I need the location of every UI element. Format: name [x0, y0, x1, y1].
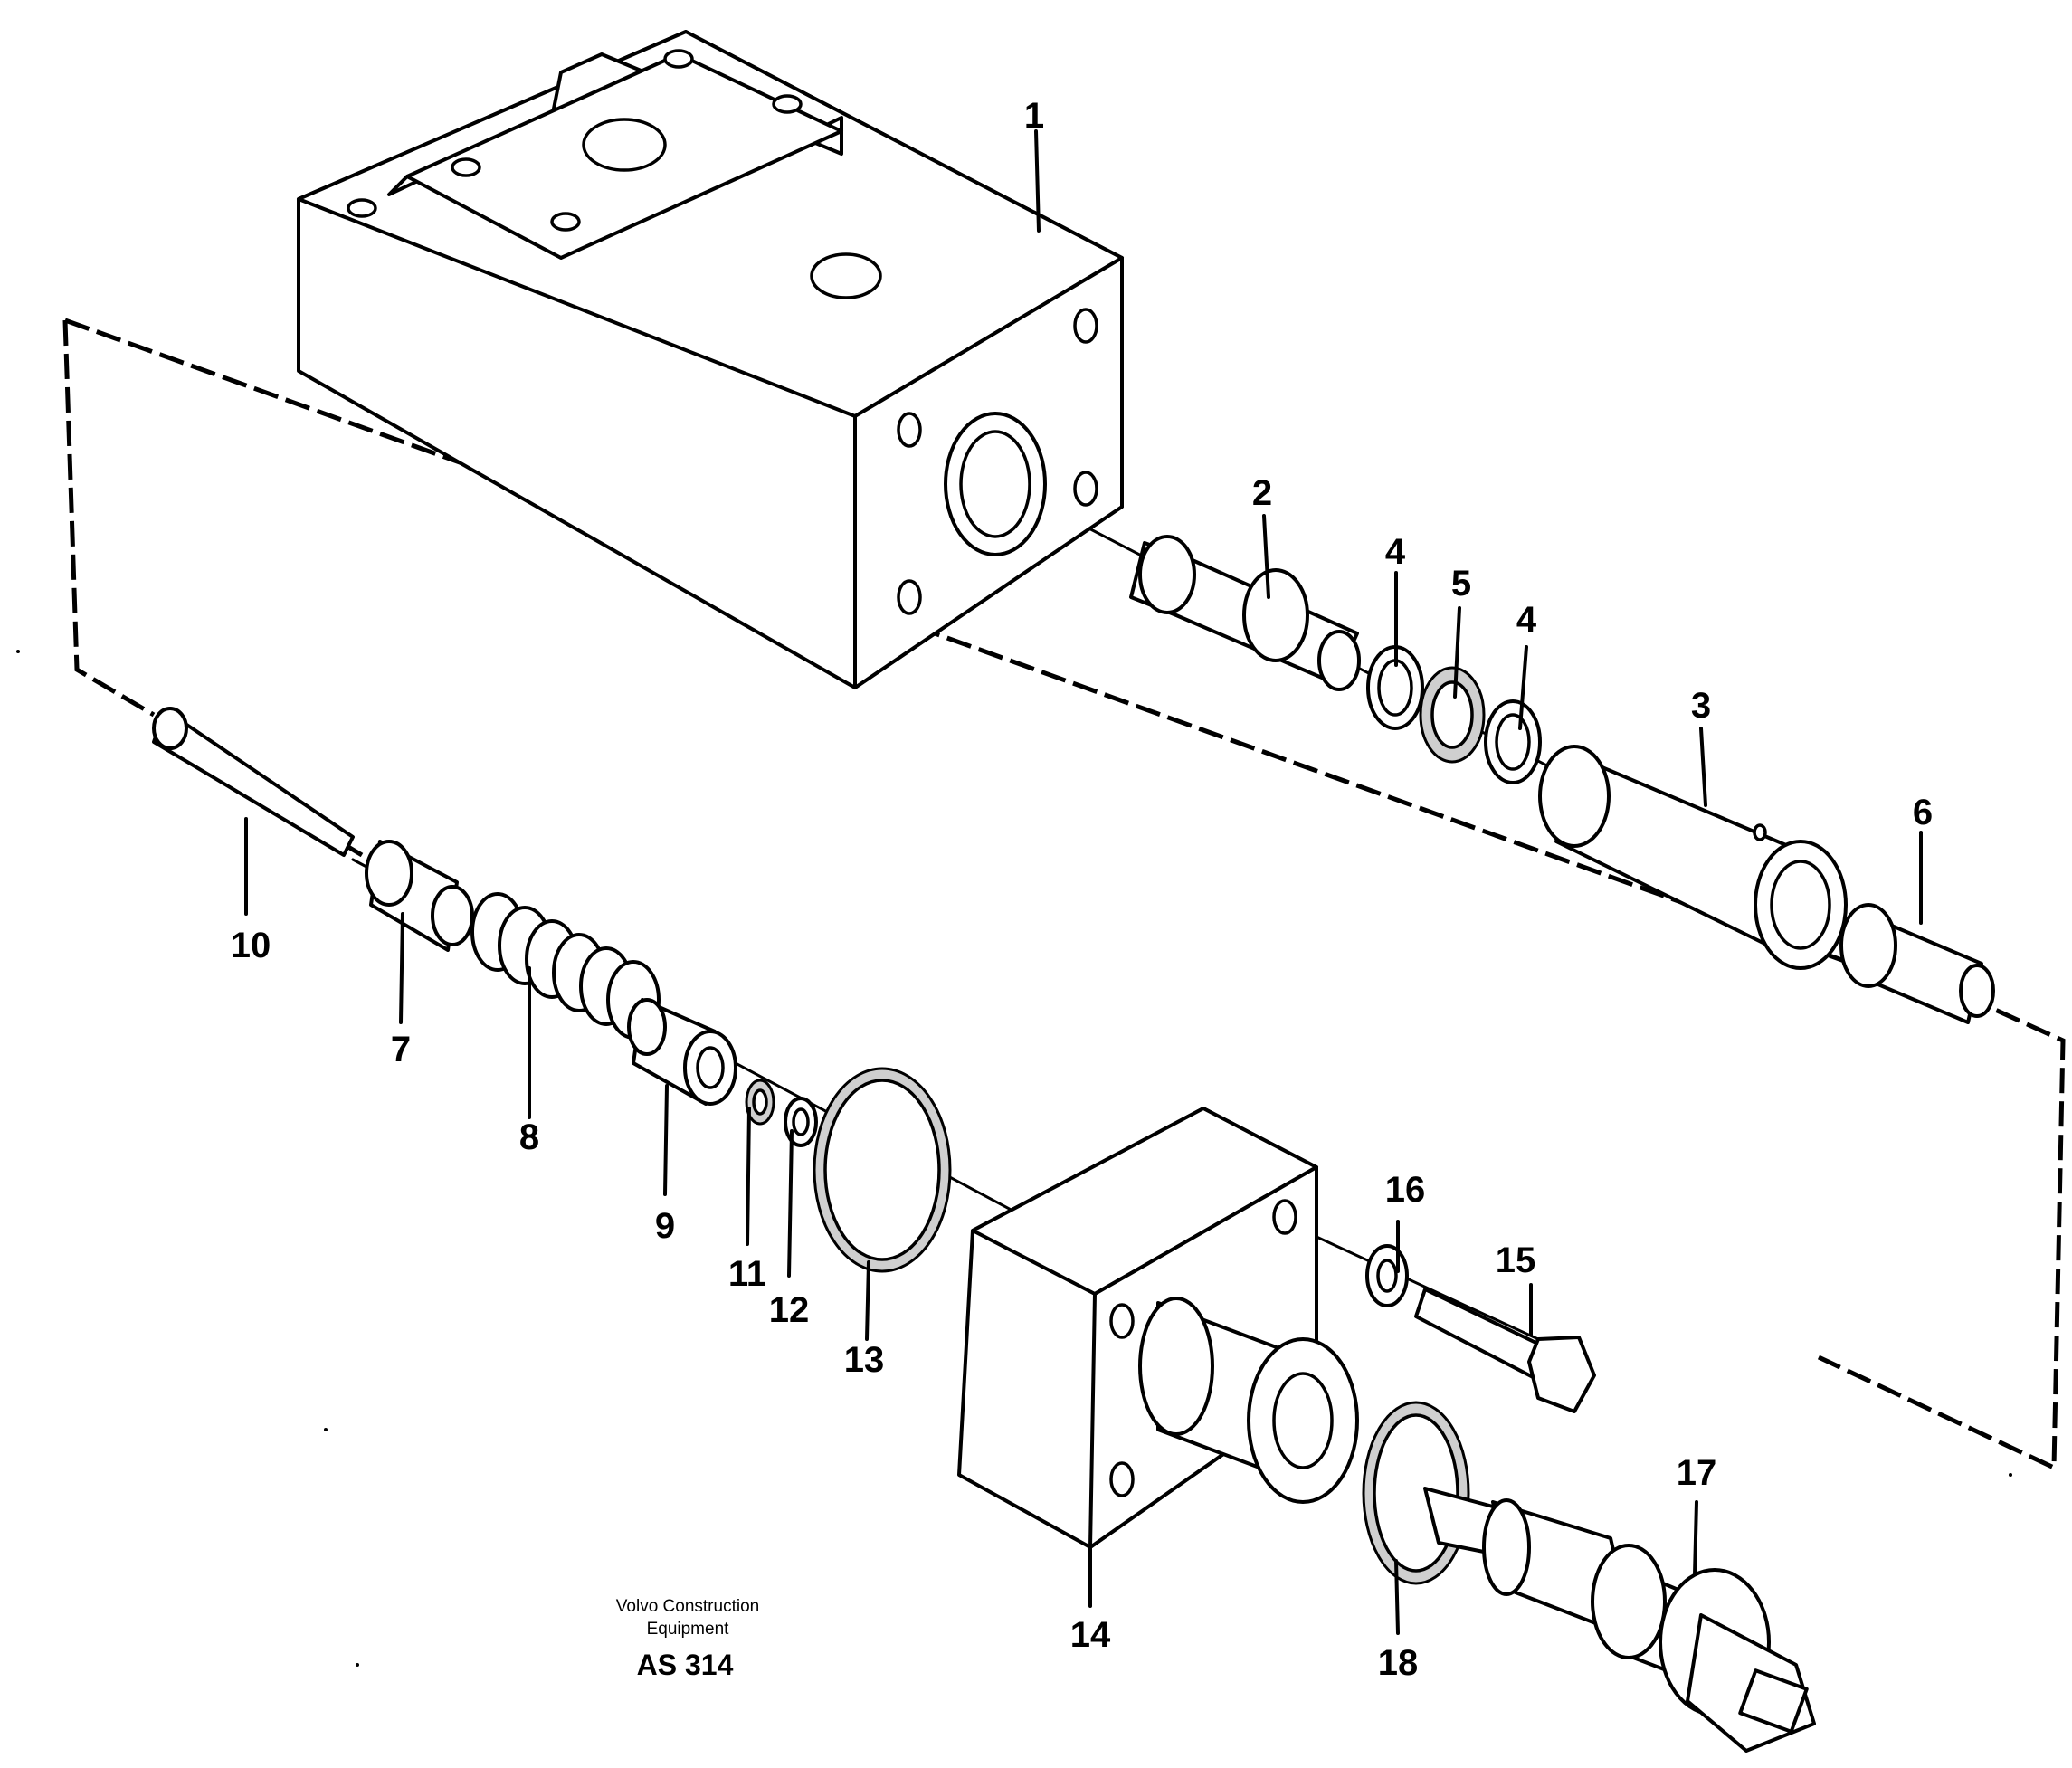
manufacturer-caption-line2: Equipment	[646, 1620, 729, 1639]
callout-10: 10	[230, 926, 271, 965]
callout-13: 13	[843, 1340, 885, 1380]
bushing-part-7	[365, 840, 474, 952]
o-ring-part-18	[1362, 1401, 1470, 1585]
bolt-part-15	[1414, 1288, 1596, 1413]
cover-part-14	[957, 1107, 1359, 1549]
callout-18: 18	[1377, 1643, 1419, 1683]
manufacturer-caption-line1: Volvo Construction	[615, 1597, 760, 1616]
spring-part-8	[470, 892, 661, 1040]
sleeve-part-3	[1538, 745, 1848, 970]
washer-part-4a	[1366, 645, 1424, 730]
plug-part-6	[1839, 903, 1995, 1024]
callout-16: 16	[1384, 1170, 1426, 1210]
o-ring-part-13	[813, 1067, 952, 1273]
callout-5: 5	[1450, 564, 1472, 604]
spring-seat-part-9	[627, 998, 737, 1106]
callout-4b: 4	[1516, 600, 1537, 640]
pin-part-10	[152, 707, 355, 857]
valve-body	[297, 30, 1124, 689]
callout-17: 17	[1676, 1453, 1717, 1493]
assembly-dashed-outline-top	[64, 318, 1928, 993]
callout-12: 12	[768, 1290, 810, 1330]
pressure-sensor-part-17	[1423, 1487, 1816, 1753]
callout-11: 11	[727, 1254, 767, 1294]
callout-6: 6	[1912, 793, 1934, 832]
callout-2: 2	[1251, 473, 1273, 513]
washer-part-4b	[1484, 699, 1542, 784]
seal-ring-part-5	[1419, 666, 1486, 764]
washer-part-11	[745, 1079, 775, 1126]
callout-1: 1	[1023, 96, 1045, 136]
drawing-code: AS 314	[636, 1649, 734, 1681]
callout-4a: 4	[1384, 532, 1406, 572]
callout-14: 14	[1069, 1615, 1111, 1655]
spool-part-2	[1129, 535, 1361, 691]
callout-9: 9	[654, 1206, 676, 1246]
leader-lines	[244, 129, 1923, 1635]
callout-7: 7	[390, 1030, 412, 1069]
callout-15: 15	[1495, 1240, 1536, 1280]
callout-8: 8	[518, 1117, 540, 1157]
callout-3: 3	[1690, 686, 1712, 726]
washer-part-16	[1365, 1244, 1409, 1307]
center-axis-bolt	[1301, 1229, 1540, 1341]
